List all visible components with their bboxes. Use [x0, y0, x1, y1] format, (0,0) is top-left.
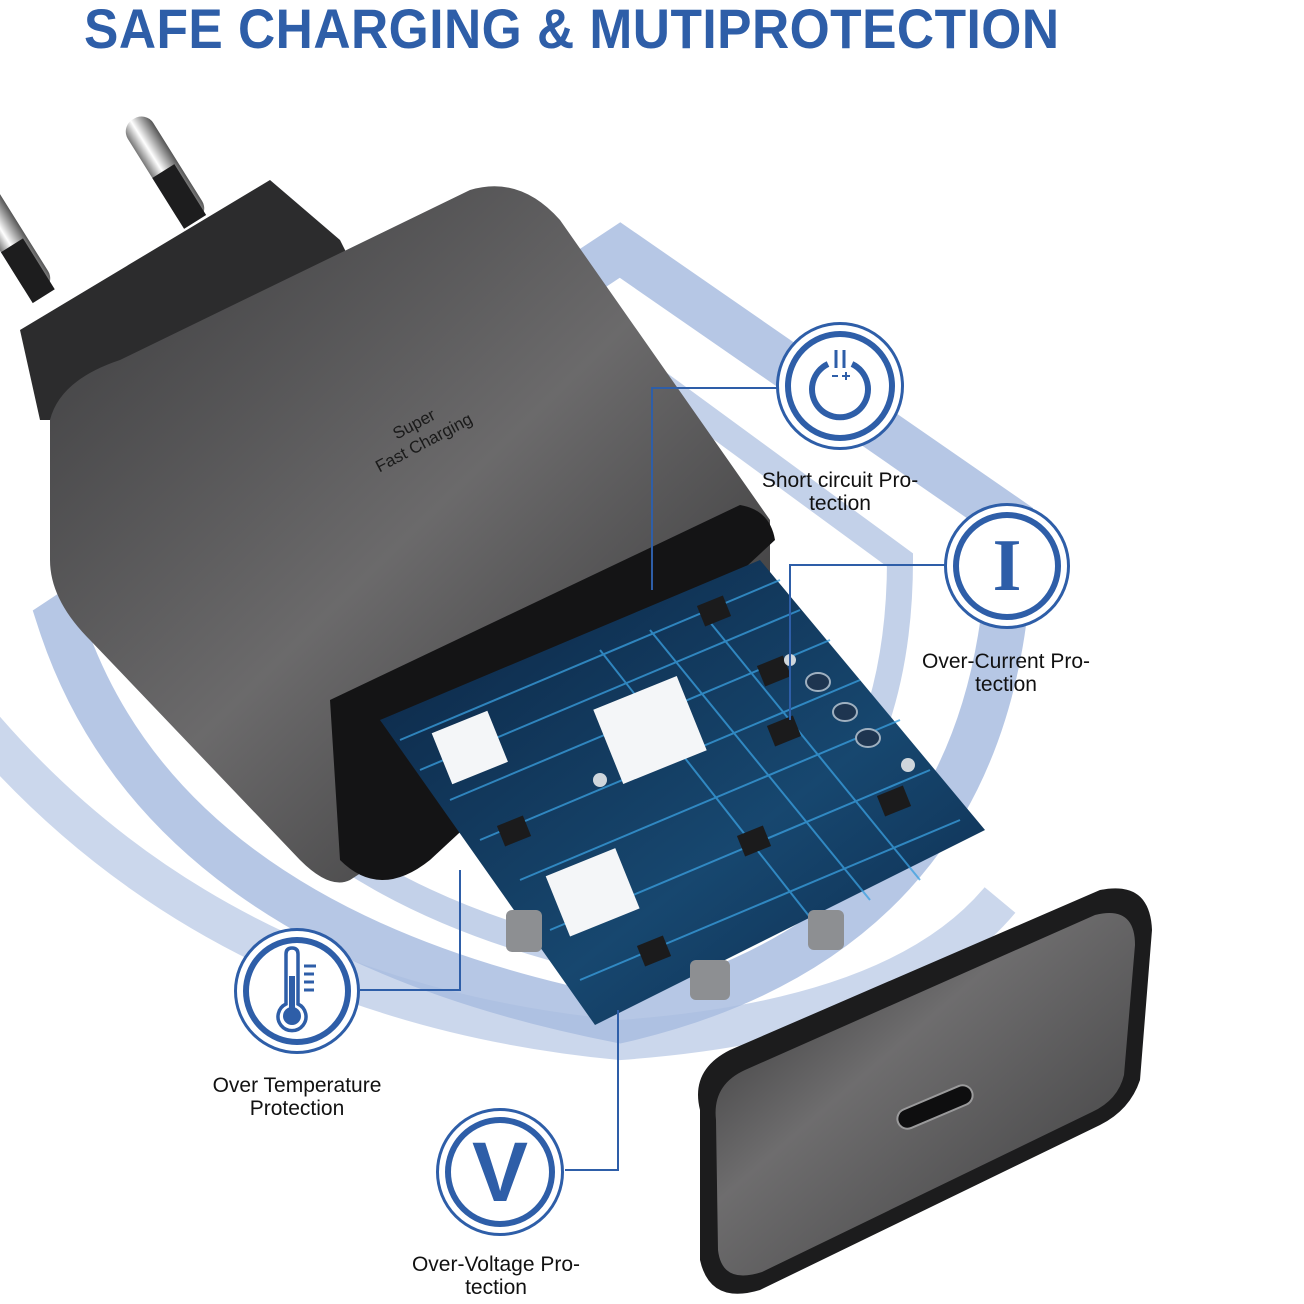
- short-circuit-label: Short circuit Pro-tection: [761, 469, 919, 515]
- over-voltage-badge: V: [436, 1108, 564, 1236]
- plug-pins: [0, 116, 207, 304]
- callout-lines: [360, 387, 945, 1171]
- current-I-icon: I: [992, 525, 1022, 607]
- over-current-badge: I: [944, 503, 1070, 629]
- over-temperature-badge: [234, 928, 360, 1054]
- over-voltage-label: Over-Voltage Pro-tection: [411, 1253, 581, 1299]
- voltage-V-icon: V: [471, 1125, 529, 1219]
- page-title: SAFE CHARGING & MUTIPROTECTION: [84, 0, 1060, 60]
- usb-c-port: [896, 1084, 974, 1130]
- power-icon: [809, 350, 871, 421]
- over-current-label: Over-Current Pro-tection: [921, 650, 1091, 696]
- short-circuit-badge: [776, 322, 904, 450]
- thermometer-icon: [276, 946, 316, 1033]
- end-cap: [698, 888, 1152, 1294]
- circuit-board: [380, 560, 985, 1025]
